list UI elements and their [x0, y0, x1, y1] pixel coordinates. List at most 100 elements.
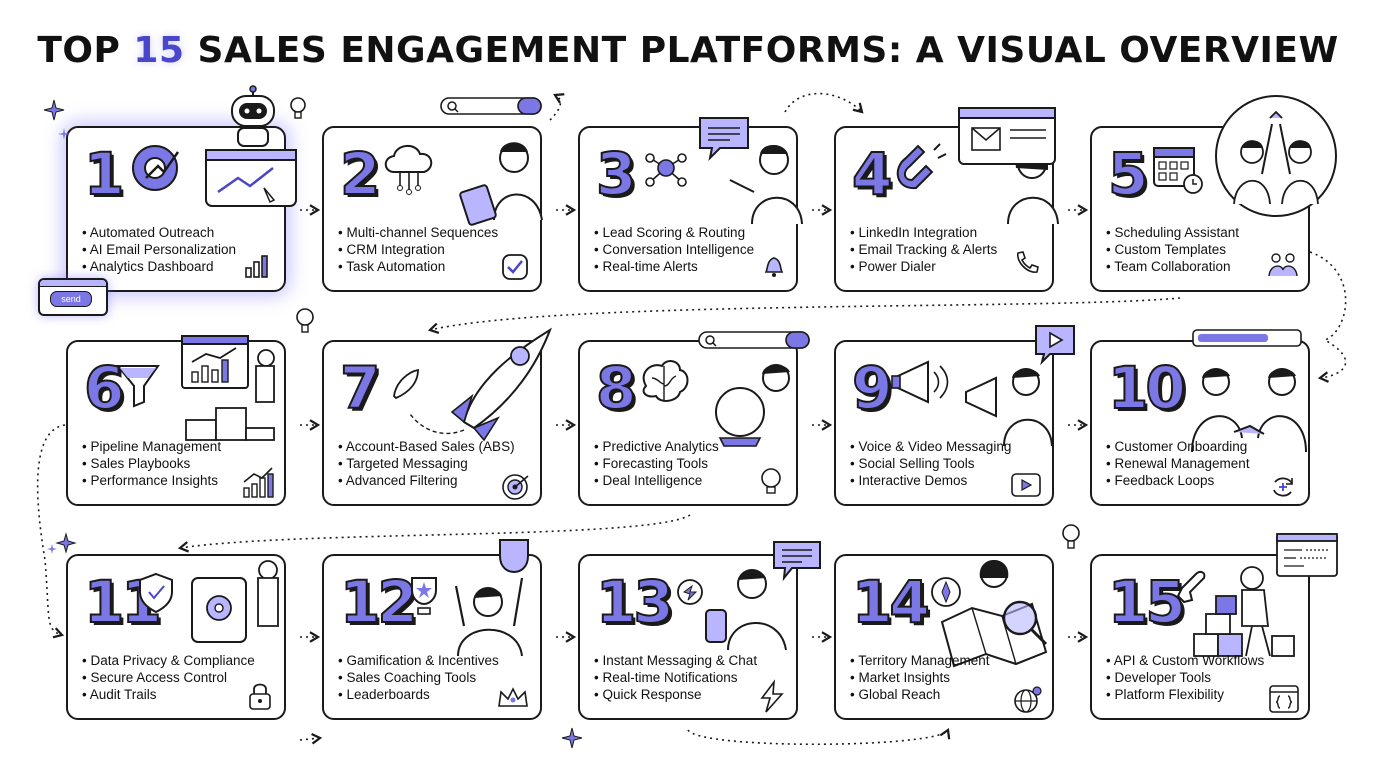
feature-list: Voice & Video Messaging Social Selling T… — [850, 438, 1011, 489]
feature-item: Market Insights — [850, 669, 990, 686]
lightning-icon — [760, 679, 784, 713]
feature-item: Email Tracking & Alerts — [850, 241, 997, 258]
platform-card-1: 1 Automated Outreach AI Email Personaliz… — [66, 126, 297, 292]
feature-item: Scheduling Assistant — [1106, 224, 1239, 241]
feature-item: Territory Management — [850, 652, 989, 669]
rocket-illustration — [393, 327, 552, 442]
send-button[interactable]: send — [38, 278, 108, 316]
card-number: 2 — [339, 140, 381, 208]
feature-item: Performance Insights — [82, 472, 221, 489]
card-number: 14 — [851, 568, 931, 636]
feature-item: Platform Flexibility — [1106, 686, 1264, 703]
feature-list: Pipeline Management Sales Playbooks Perf… — [82, 438, 221, 489]
feature-item: Renewal Management — [1106, 455, 1249, 472]
feature-list: Customer Onboarding Renewal Management F… — [1106, 438, 1250, 489]
feature-list: Territory Management Market Insights Glo… — [850, 652, 990, 703]
feature-item: Interactive Demos — [850, 472, 1011, 489]
chat-bubble-icon — [773, 541, 821, 582]
feature-item: Conversation Intelligence — [594, 241, 754, 258]
feature-item: Gamification & Incentives — [338, 652, 498, 669]
feature-list: Instant Messaging & Chat Real-time Notif… — [594, 652, 757, 703]
platform-card-13: 13 Instant Messaging & Chat Real-time No… — [578, 554, 798, 720]
feature-list: Automated Outreach AI Email Personalizat… — [82, 224, 236, 275]
feature-item: Real-time Notifications — [594, 669, 757, 686]
card-number: 15 — [1107, 568, 1187, 636]
platform-card-12: 12 Gamification & Incentives Sales Coach… — [322, 539, 542, 720]
feature-list: Gamification & Incentives Sales Coaching… — [338, 652, 499, 703]
feature-item: Leaderboards — [338, 686, 499, 703]
trend-chart-icon — [243, 467, 274, 498]
platform-card-7: 7 Account-Based Sales (ABS) Targeted Mes… — [322, 327, 552, 506]
feature-list: Account-Based Sales (ABS) Targeted Messa… — [338, 438, 515, 489]
feature-item: Voice & Video Messaging — [850, 438, 1011, 455]
sparkle-icon — [43, 99, 70, 140]
platform-card-14: 14 Territory Management Market Insights … — [834, 554, 1054, 720]
card-number: 1 — [83, 140, 125, 208]
feature-item: Data Privacy & Compliance — [82, 652, 254, 669]
lightbulb-icon — [296, 308, 314, 333]
idea-icon — [761, 468, 781, 494]
play-bubble-icon — [1035, 325, 1075, 366]
map-magnifier-illustration — [931, 560, 1048, 668]
feature-item: Account-Based Sales (ABS) — [338, 438, 515, 455]
feature-item: Multi-channel Sequences — [338, 224, 498, 241]
feature-item: Pipeline Management — [82, 438, 221, 455]
feature-item: Custom Templates — [1106, 241, 1239, 258]
feature-item: Real-time Alerts — [594, 258, 754, 275]
feature-list: LinkedIn Integration Email Tracking & Al… — [850, 224, 997, 275]
card-number: 7 — [339, 354, 381, 422]
chat-bubble-icon — [699, 117, 749, 162]
feature-item: Customer Onboarding — [1106, 438, 1250, 455]
platform-card-11: 11 Data Privacy & Compliance Secure Acce… — [66, 554, 286, 720]
handshake-people-illustration — [1191, 368, 1307, 453]
padlock-icon — [249, 683, 271, 710]
feature-item: API & Custom Workflows — [1106, 652, 1265, 669]
feature-item: Feedback Loops — [1106, 472, 1250, 489]
platform-card-6: 6 Pipeline Management Sales Playbooks Pe… — [66, 335, 286, 506]
feature-item: Sales Playbooks — [82, 455, 221, 472]
safe-illustration — [139, 560, 279, 643]
network-person-illustration — [645, 145, 803, 225]
platform-card-9: 9 Voice & Video Messaging Social Selling… — [834, 340, 1054, 506]
platform-card-3: 3 Lead Scoring & Routing Conversation In… — [578, 126, 803, 292]
progress-bar-icon — [1192, 329, 1302, 347]
feature-item: Targeted Messaging — [338, 455, 515, 472]
feature-item: Analytics Dashboard — [82, 258, 236, 275]
video-play-icon — [1011, 473, 1041, 497]
trophy-celebration-illustration — [411, 539, 529, 657]
feature-item: Automated Outreach — [82, 224, 236, 241]
lightbulb-icon — [290, 97, 306, 119]
lightbulb-icon — [1062, 524, 1080, 549]
card-number: 8 — [595, 354, 637, 422]
card-number: 3 — [595, 140, 637, 208]
card-number: 4 — [851, 140, 893, 208]
feature-list: API & Custom Workflows Developer Tools P… — [1106, 652, 1265, 703]
handshake-icon — [1268, 253, 1298, 277]
bar-chart-icon — [245, 255, 268, 278]
platform-card-2: 2 Multi-channel Sequences CRM Integratio… — [322, 126, 543, 292]
feature-item: CRM Integration — [338, 241, 498, 258]
card-number: 13 — [595, 568, 675, 636]
feature-list: Data Privacy & Compliance Secure Access … — [82, 652, 255, 703]
title-highlight: 15 — [133, 30, 185, 71]
feature-item: Forecasting Tools — [594, 455, 719, 472]
messaging-person-illustration — [677, 569, 787, 651]
feature-item: Quick Response — [594, 686, 757, 703]
calendar-illustration — [1153, 147, 1203, 194]
card-number: 9 — [851, 354, 893, 422]
platform-card-4: 4 LinkedIn Integration Email Tracking & … — [834, 126, 1059, 292]
cloud-person-illustration — [384, 142, 543, 226]
search-bar-icon — [698, 331, 810, 349]
feature-item: Secure Access Control — [82, 669, 255, 686]
sparkle-icon — [47, 532, 77, 554]
target-icon — [502, 474, 529, 500]
feature-item: Advanced Filtering — [338, 472, 515, 489]
card-number: 10 — [1107, 354, 1187, 422]
building-blocks-illustration — [1176, 566, 1295, 657]
feature-item: Instant Messaging & Chat — [594, 652, 757, 669]
page-title: TOP 15 SALES ENGAGEMENT PLATFORMS: A VIS… — [37, 30, 1339, 71]
globe-icon — [1014, 686, 1042, 713]
crown-icon — [498, 687, 528, 707]
send-button-label: send — [50, 291, 92, 307]
